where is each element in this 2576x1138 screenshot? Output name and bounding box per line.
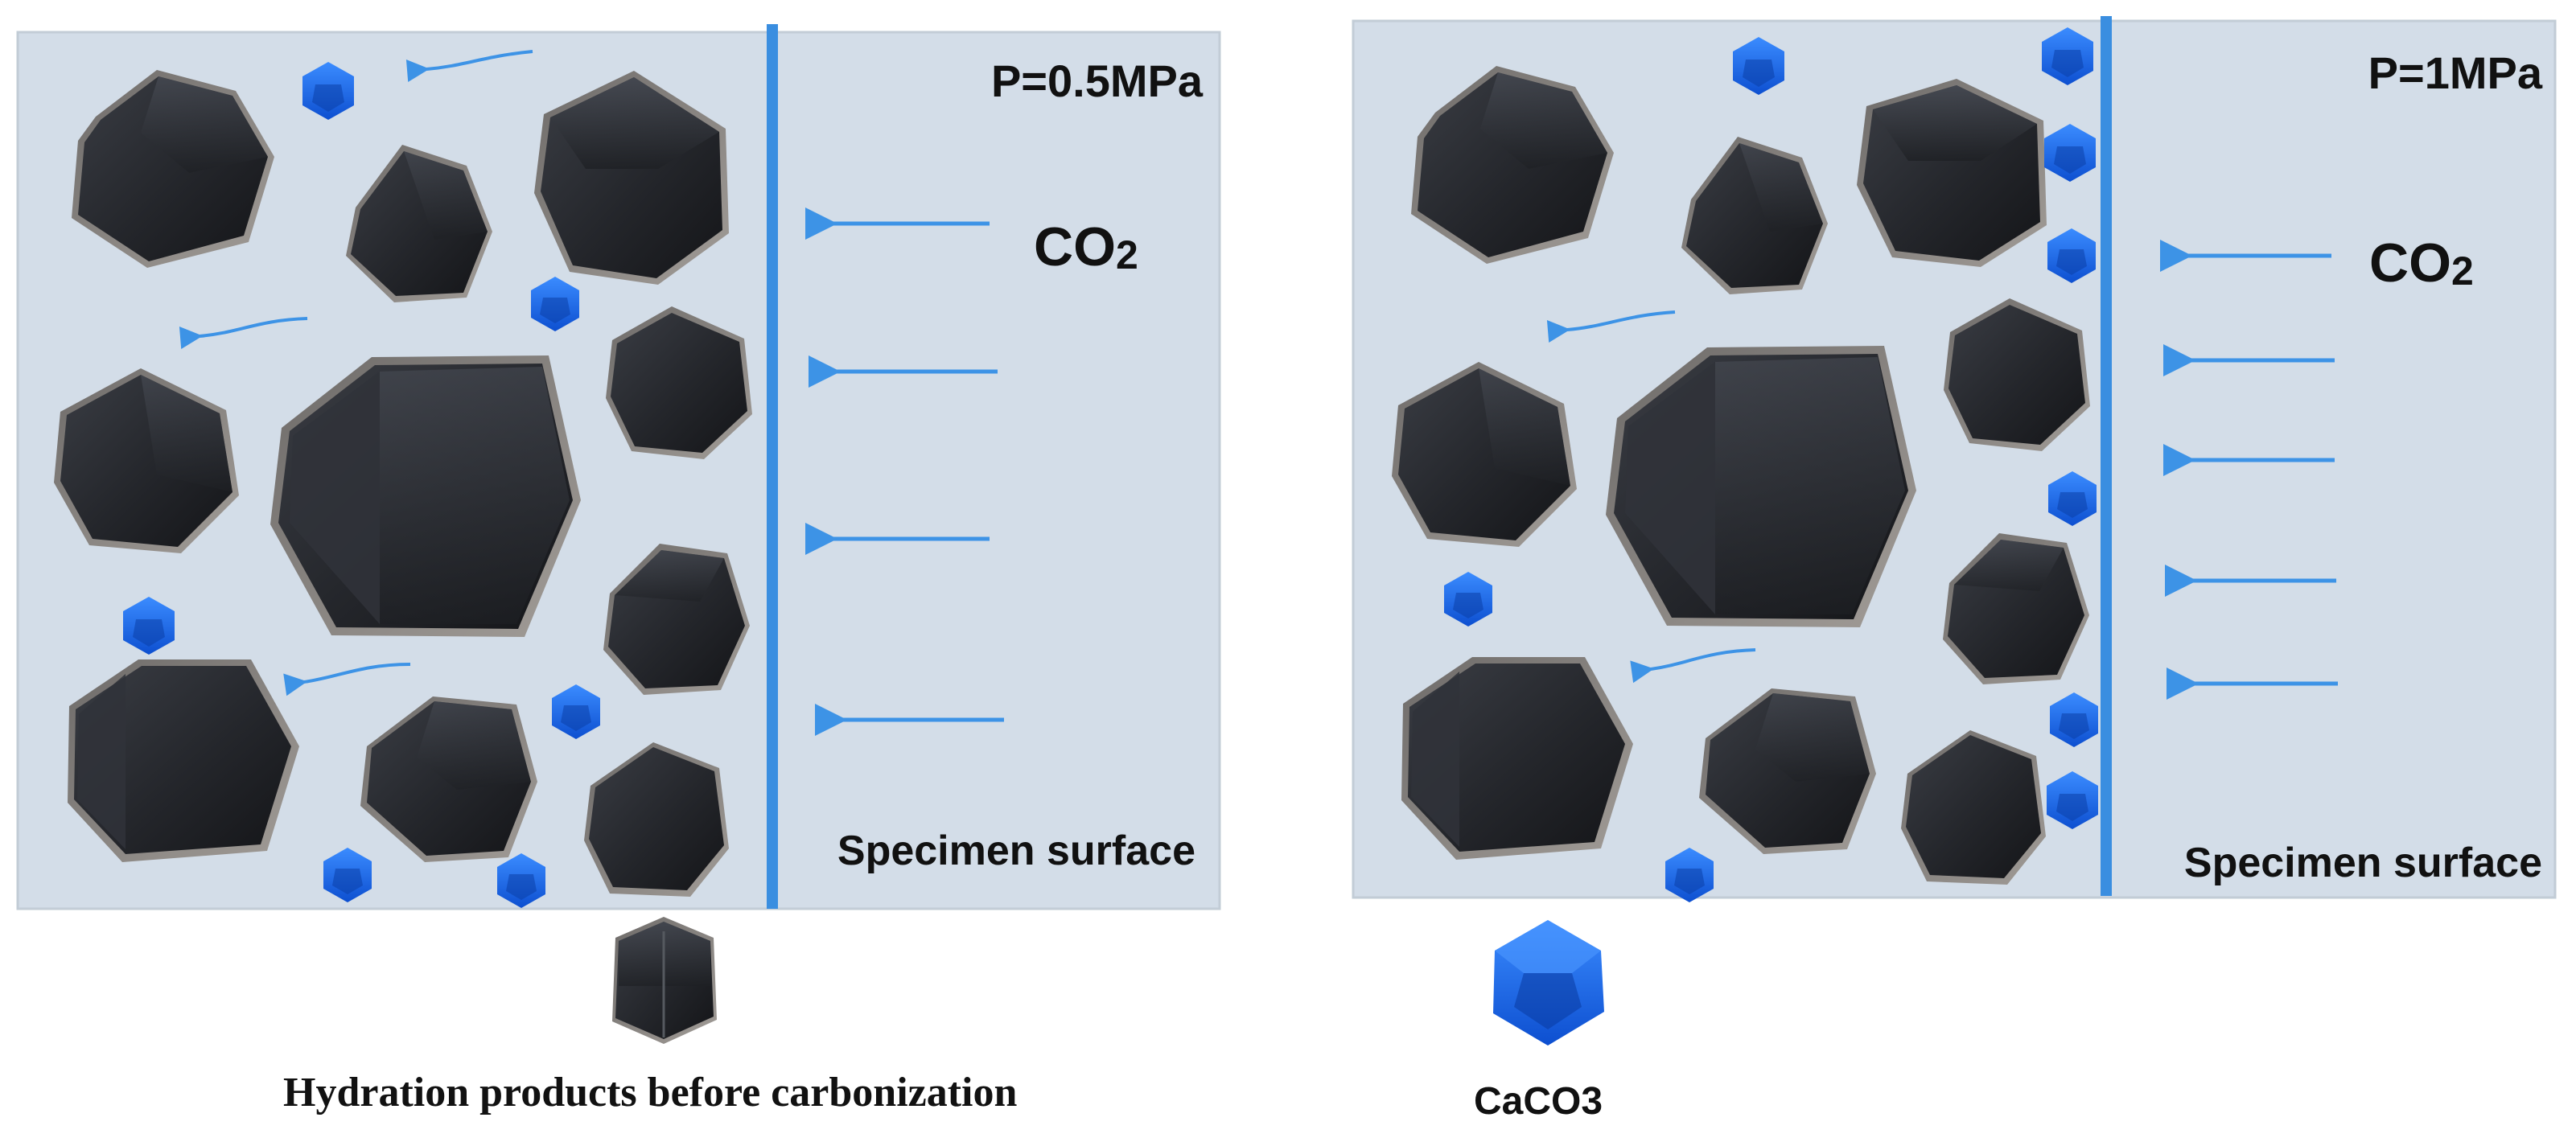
- hydration-product: [360, 696, 537, 862]
- co2-flow-arrows-right: [2160, 240, 2338, 700]
- caco3-crystal: [531, 277, 579, 331]
- caco3-crystal: [552, 684, 600, 739]
- caco3-crystal: [123, 597, 175, 655]
- hydration-product: [1857, 79, 2047, 267]
- internal-flow-arrows-left: [179, 50, 533, 696]
- caco3-crystal: [2047, 228, 2096, 283]
- hydration-product: [1681, 137, 1828, 294]
- hydration-product: [1699, 688, 1876, 854]
- hydration-product: [54, 368, 239, 553]
- legend-label-caco3: CaCO3: [1474, 1080, 1603, 1123]
- hydration-product: [534, 71, 729, 285]
- hydration-product: [346, 145, 492, 302]
- caco3-crystal: [2042, 27, 2093, 85]
- curved-arrow-icon: [1630, 648, 1756, 684]
- gas-label-right: CO2: [2369, 232, 2474, 294]
- hydration-product: [1606, 346, 1916, 627]
- pressure-label-left: P=0.5MPa: [991, 55, 1204, 106]
- curved-arrow-icon: [179, 317, 308, 349]
- panel-right: P=1MPa CO2 Specimen surface: [1352, 16, 2557, 902]
- caco3-crystal: [2048, 471, 2097, 526]
- specimen-surface-label-right: Specimen surface: [2184, 840, 2542, 886]
- hydration-product: [1411, 66, 1614, 264]
- caco3-crystal: [1733, 37, 1784, 95]
- caco3-crystal: [2047, 771, 2098, 829]
- co2-flow-arrows-left: [805, 207, 1004, 736]
- hydration-product: [1401, 657, 1633, 860]
- hydration-product: [603, 544, 750, 695]
- hydration-product: [1392, 362, 1577, 547]
- panel-left: P=0.5MPa CO2 Specimen surface: [16, 24, 1221, 910]
- hydration-product: [1943, 533, 2089, 684]
- caco3-crystal: [323, 848, 372, 902]
- specimen-surface-label-left: Specimen surface: [837, 828, 1195, 874]
- caco3-crystal: [2044, 124, 2096, 182]
- hydration-product: [1901, 730, 2046, 885]
- hydration-product: [270, 355, 581, 637]
- curved-arrow-icon: [1546, 310, 1676, 343]
- hydration-product: [72, 70, 274, 268]
- legend-label-hydration-products: Hydration products before carbonization: [283, 1070, 1017, 1115]
- legend: Hydration products before carbonization …: [283, 917, 1604, 1123]
- caco3-crystal: [302, 62, 354, 120]
- hydration-product: [68, 659, 299, 862]
- hydration-product: [1944, 298, 2090, 451]
- hydration-product: [584, 742, 729, 897]
- pressure-label-right: P=1MPa: [2368, 47, 2543, 98]
- blue-polyhedron-icon: [1493, 920, 1604, 1046]
- caco3-crystal: [2050, 692, 2098, 747]
- caco3-crystal: [1665, 848, 1714, 902]
- gas-label-left: CO2: [1034, 216, 1138, 277]
- caco3-crystal: [497, 853, 545, 908]
- hydration-product: [606, 306, 752, 459]
- curved-arrow-icon: [283, 663, 411, 696]
- dark-polyhedron-icon: [612, 917, 717, 1044]
- internal-flow-arrows-right: [1546, 310, 1756, 684]
- caco3-crystal: [1444, 572, 1492, 627]
- curved-arrow-icon: [405, 50, 533, 82]
